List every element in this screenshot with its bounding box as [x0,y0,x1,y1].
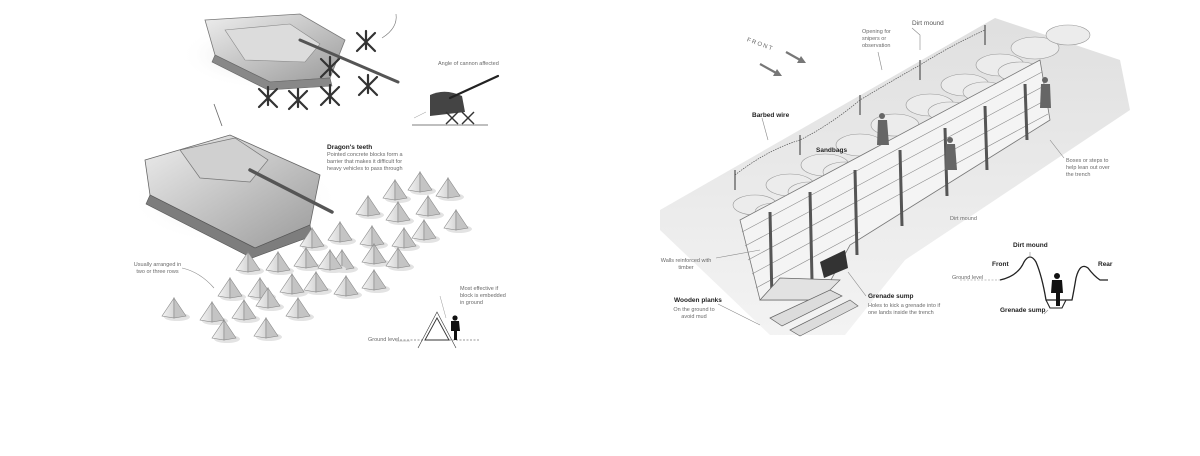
czech-hedgehog-obstacles [257,29,379,111]
cross-section-grenade-sump-label: Grenade sump [1000,307,1046,314]
wooden-planks-title: Wooden planks [674,297,722,304]
soldier-silhouette-right [1051,273,1063,306]
dragons-tooth-block [253,317,282,341]
angle-of-cannon-label: Angle of cannon affected [438,61,499,67]
boxes-or-steps-label: Boxes or steps to help lean out over the… [1066,158,1110,178]
dragons-tooth-block [361,269,390,293]
dragons-tooth-block [161,297,190,321]
soldier-silhouette-left [451,315,460,340]
dragons-tooth-block [199,301,228,325]
dragons-tooth-block [411,219,440,243]
dragons-tooth-block [255,287,284,311]
trench-cross-section [960,252,1108,315]
dragons-tooth-block [217,277,246,301]
grenade-sump-description: Holes to kick a grenade into if one land… [868,303,941,316]
dragons-tooth-block [317,249,346,273]
main-tank-illustration [130,103,340,259]
dragons-tooth-block [443,209,472,233]
dragons-tooth-block [265,251,294,275]
trench-leader-lines [715,27,1065,326]
dragons-tooth-block [385,247,414,271]
dragons-tooth-block [279,273,308,297]
dragons-teeth-field [161,171,472,343]
embedded-block-label: Most effective if block is embedded in g… [460,286,506,306]
dirt-mound-mid-label: Dirt mound [950,216,977,222]
embedded-tooth-inset [400,295,480,349]
walls-timber-label: Walls reinforced with timber [660,258,712,271]
sandbags-label: Sandbags [816,147,848,154]
dragons-tooth-block [385,201,414,225]
cross-section-rear-label: Rear [1098,261,1113,268]
rows-leader-line [181,267,215,289]
dragons-tooth-block [333,275,362,299]
dragons-tooth-block [293,247,322,271]
ground-level-label-left: Ground level [368,337,400,343]
rows-arrangement-label: Usually arranged in two or three rows [133,262,182,275]
cross-section-dirt-mound-label: Dirt mound [1013,242,1048,249]
cross-section-front-label: Front [992,261,1009,268]
dirt-mound-top-label: Dirt mound [912,20,944,27]
opening-for-snipers-label: Opening for snipers or observation [862,29,891,49]
dragons-tooth-block [235,251,264,275]
dragons-tooth-block [355,195,384,219]
dragons-tooth-block [299,227,328,251]
dragons-tooth-block [303,271,332,295]
hedgehog-leader-line [381,13,397,39]
dragons-tooth-block [382,179,411,203]
dragons-teeth-title: Dragon's teeth [327,144,373,151]
trench-illustration [660,18,1130,337]
cannon-angle-inset [412,74,500,126]
barbed-wire-label: Barbed wire [752,112,790,119]
dragons-tooth-block [415,195,444,219]
dragons-teeth-description: Pointed concrete blocks form a barrier t… [327,152,403,172]
dragons-tooth-block [361,243,390,267]
top-tank-illustration [180,13,400,91]
front-direction-arrows [759,51,806,76]
grenade-sump-title: Grenade sump [868,293,914,300]
dragons-tooth-block [407,171,436,195]
dragons-tooth-block [391,227,420,251]
dragons-tooth-block [285,297,314,321]
dragons-tooth-block [231,299,260,323]
dragons-tooth-block [327,221,356,245]
dragons-tooth-block [211,319,240,343]
dragons-tooth-block [435,177,464,201]
cross-section-ground-level-label: Ground level [952,275,984,281]
wooden-planks-description: On the ground to avoid mud [673,307,715,320]
